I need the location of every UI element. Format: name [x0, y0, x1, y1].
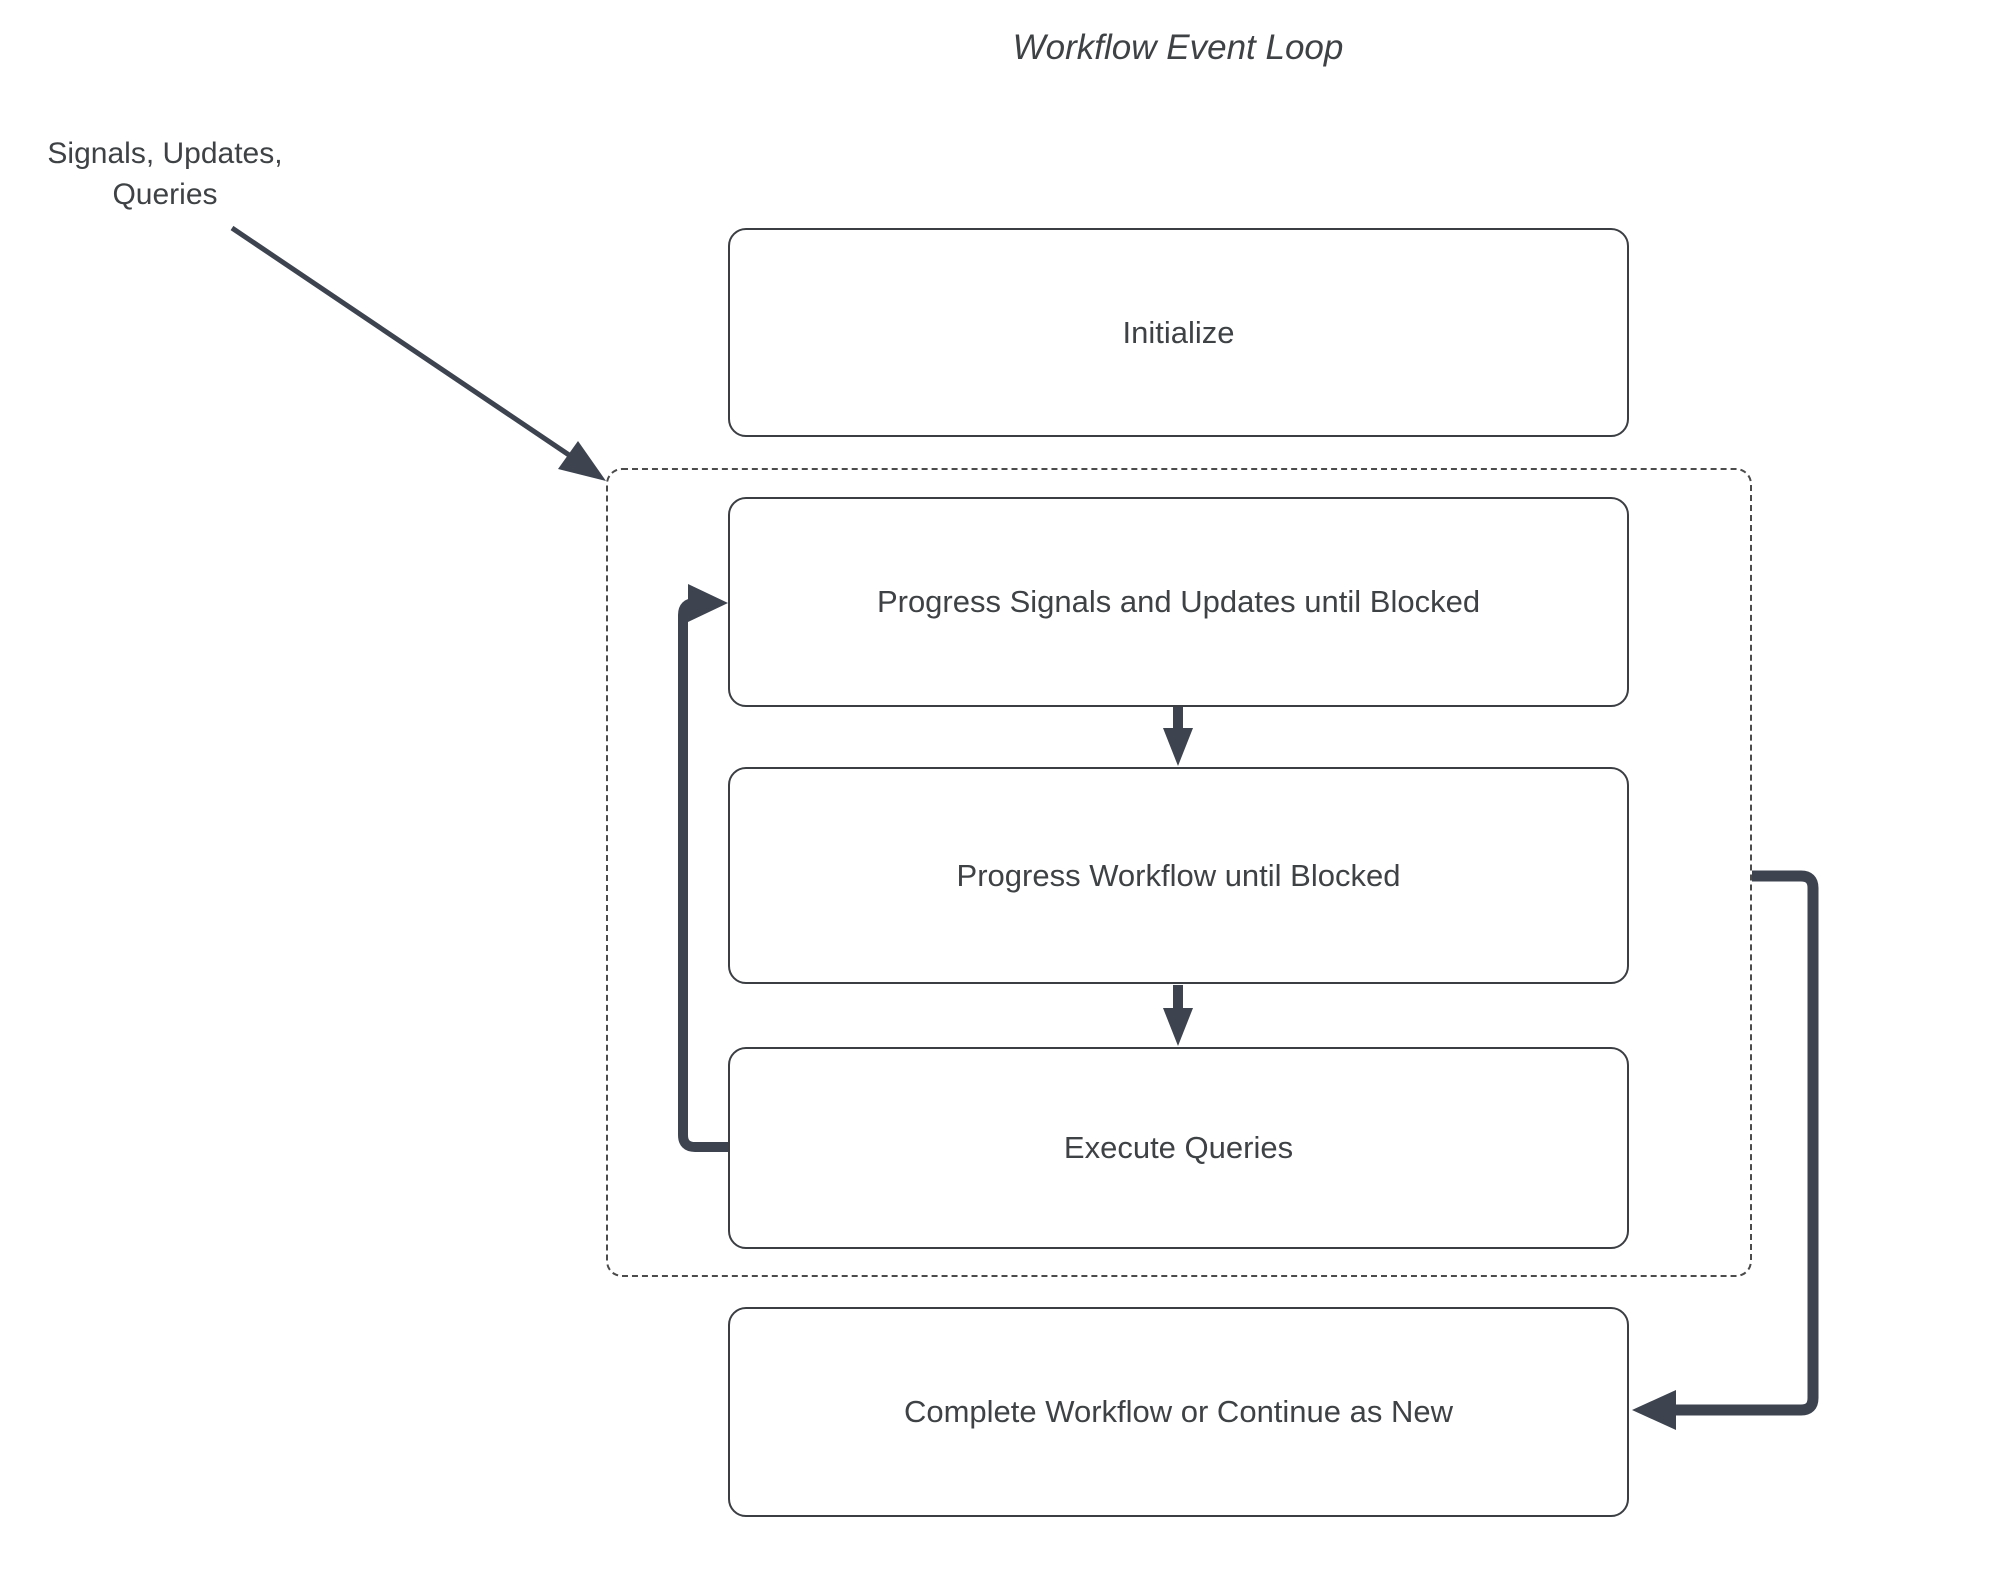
diagram-title: Workflow Event Loop [1012, 28, 1344, 67]
node-execute-queries: Execute Queries [728, 1047, 1629, 1249]
node-progress-signals: Progress Signals and Updates until Block… [728, 497, 1629, 707]
node-execute-queries-label: Execute Queries [1063, 1130, 1294, 1165]
node-complete: Complete Workflow or Continue as New [728, 1307, 1629, 1517]
external-input-arrow-line [230, 225, 574, 460]
external-input-arrow-head-icon [558, 441, 606, 481]
node-initialize: Initialize [728, 228, 1629, 437]
node-progress-signals-label: Progress Signals and Updates until Block… [876, 584, 1481, 619]
node-complete-label: Complete Workflow or Continue as New [903, 1394, 1454, 1429]
node-progress-workflow: Progress Workflow until Blocked [728, 767, 1629, 984]
external-input-label: Signals, Updates, Queries [47, 137, 283, 212]
node-initialize-label: Initialize [1122, 314, 1235, 350]
exit-loop-arrow-head-icon [1632, 1390, 1676, 1430]
node-progress-workflow-label: Progress Workflow until Blocked [956, 857, 1401, 893]
